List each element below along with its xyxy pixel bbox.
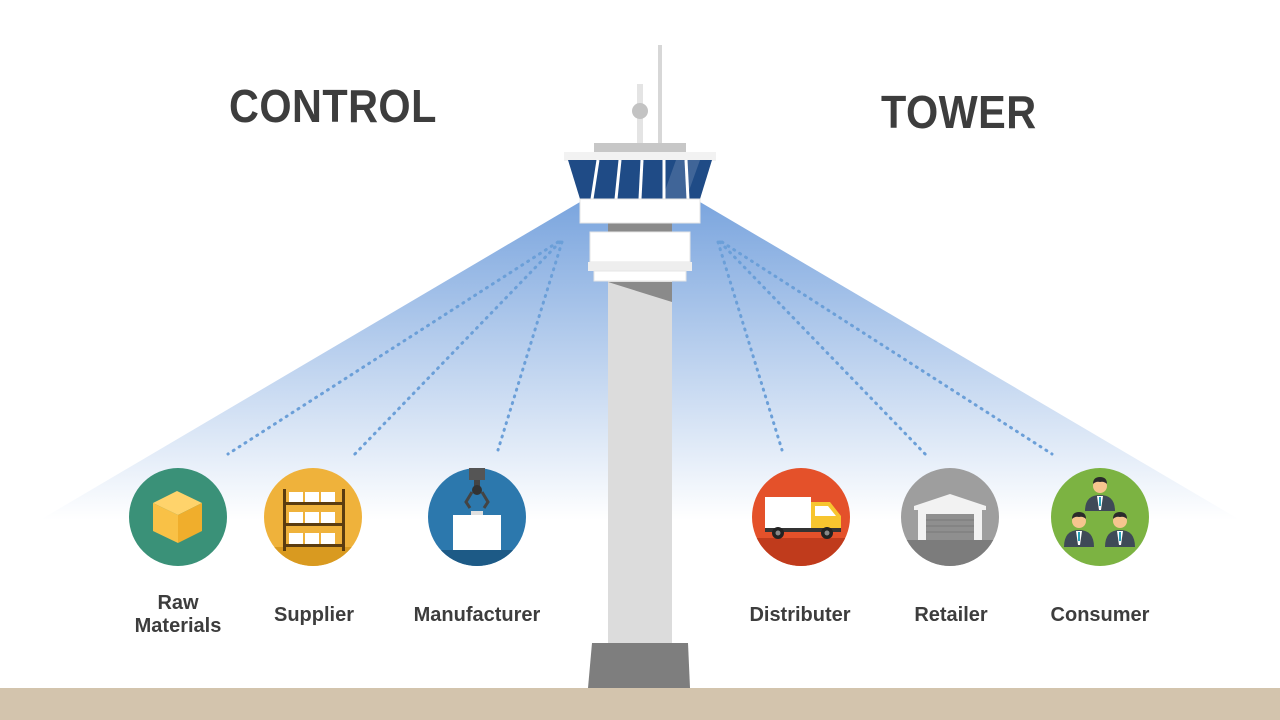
tower-collar [589, 231, 691, 263]
window-frames [590, 159, 690, 200]
label-manufacturer: Manufacturer [413, 604, 541, 626]
title-right: TOWER [881, 86, 1037, 138]
cab-base [579, 198, 701, 224]
robotic-arm-icon [453, 468, 501, 550]
node-consumer [1051, 468, 1149, 566]
connection-line-manufacturer [496, 240, 564, 452]
roof-ledge [564, 152, 716, 161]
label-distributer: Distributer [749, 604, 851, 626]
ground [0, 688, 1280, 720]
people-icon [1064, 477, 1135, 547]
supplier-shadow [264, 547, 362, 566]
window-reflection [662, 160, 700, 199]
person-left [1064, 512, 1094, 547]
connection-line-raw-materials [226, 240, 560, 456]
tower-shadow-lower [608, 282, 672, 302]
connection-line-retailer [718, 240, 930, 459]
tower-shadow-upper [608, 222, 672, 232]
antenna-mast [658, 45, 662, 145]
label-raw-materials: Raw Materials [134, 592, 222, 637]
distributer-shadow [752, 538, 850, 566]
person-top [1085, 477, 1115, 511]
label-supplier: Supplier [273, 604, 354, 626]
connection-lines [226, 240, 1054, 459]
tower-collar-base [593, 270, 687, 282]
tower-foundation [588, 643, 690, 688]
connection-line-distributer [716, 240, 784, 452]
label-retailer: Retailer [914, 604, 988, 626]
retailer-shadow [901, 540, 999, 566]
tower-collar-ring [588, 262, 692, 271]
shelf-icon [283, 489, 345, 551]
right-light-beam [670, 202, 1240, 520]
roof-cap [594, 143, 686, 153]
control-tower [564, 45, 716, 688]
left-light-beam [40, 202, 610, 520]
truck-icon [765, 497, 841, 539]
node-distributer [752, 468, 850, 566]
warehouse-icon [914, 494, 986, 540]
node-raw-materials [129, 468, 227, 566]
node-manufacturer [428, 468, 526, 566]
person-right [1105, 512, 1135, 547]
connection-line-supplier [350, 240, 562, 459]
box-icon [153, 491, 202, 543]
label-consumer: Consumer [1050, 604, 1150, 626]
manufacturer-shadow [428, 550, 526, 566]
antenna-light [632, 103, 648, 119]
connection-line-consumer [720, 240, 1054, 456]
title-left: CONTROL [229, 80, 437, 132]
node-retailer [901, 468, 999, 566]
